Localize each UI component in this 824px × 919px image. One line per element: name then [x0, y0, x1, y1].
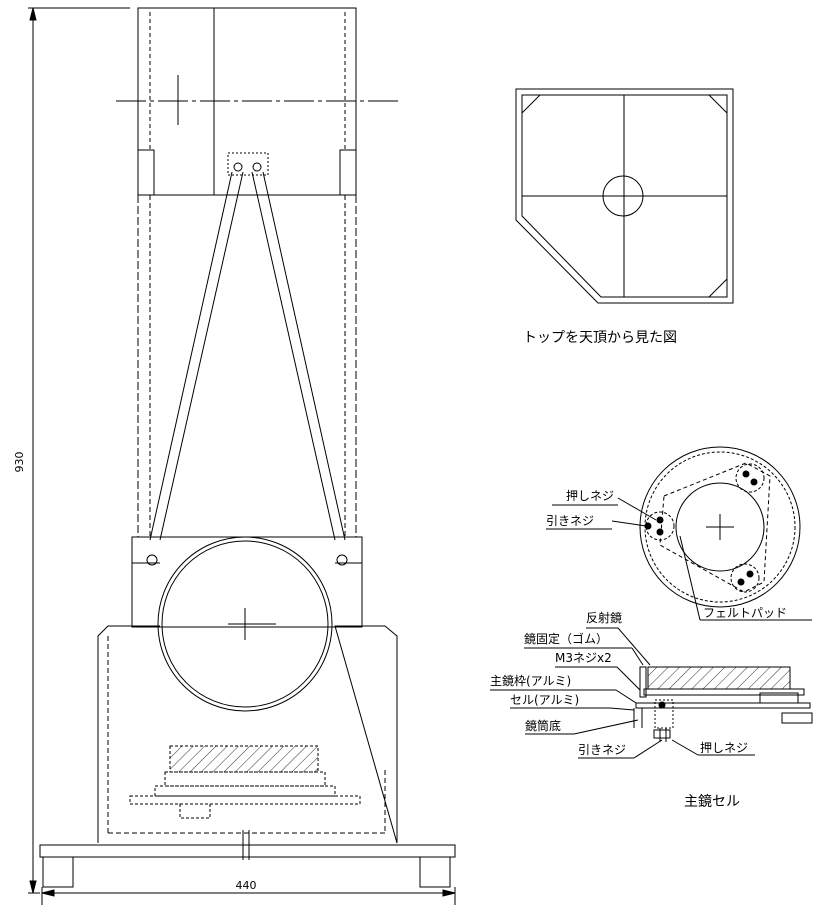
height-dimension [28, 7, 130, 894]
height-dimension-label: 930 [13, 452, 26, 473]
cell-plan [546, 446, 812, 621]
label-push-screw-top: 押しネジ [566, 489, 614, 503]
label-m3-screw: M3ネジx2 [555, 651, 612, 665]
top-view-caption: トップを天頂から見た図 [523, 330, 677, 346]
width-dimension [41, 887, 456, 905]
label-push-screw-bottom: 押しネジ [700, 741, 748, 755]
top-view [515, 88, 734, 304]
label-mirror-fix: 鏡固定（ゴム） [524, 631, 608, 646]
label-pull-screw-bottom: 引きネジ [578, 743, 626, 757]
cell-section [490, 627, 813, 759]
side-elevation: 930 [13, 7, 456, 905]
label-felt-pad: フェルトパッド [703, 606, 787, 620]
truss [149, 171, 346, 541]
label-pull-screw-top: 引きネジ [546, 514, 594, 528]
cell-view-caption: 主鏡セル [684, 794, 740, 810]
base-plate [39, 844, 456, 858]
label-cell: セル(アルミ) [510, 693, 579, 707]
tube-circle [157, 536, 333, 712]
width-dimension-label: 440 [236, 879, 257, 892]
label-mirror: 反射鏡 [586, 610, 622, 625]
label-main-frame: 主鏡枠(アルミ) [490, 673, 571, 688]
rocker-box [97, 625, 398, 844]
label-tube-bottom: 鏡筒底 [525, 718, 561, 733]
